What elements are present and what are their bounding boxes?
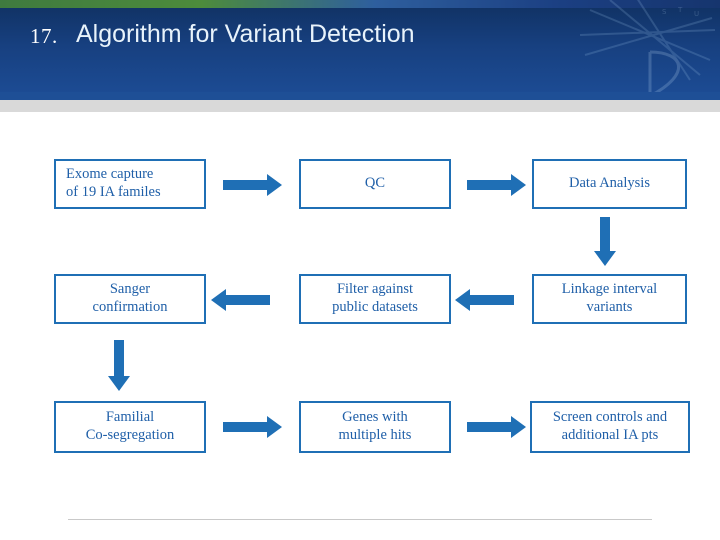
arrow-qc-to-data-analysis bbox=[467, 174, 526, 196]
node-sanger-confirmation[interactable]: Sanger confirmation bbox=[54, 274, 206, 324]
header-accent-bar bbox=[0, 0, 720, 8]
node-familial-co-segregation-label: Familial Co-segregation bbox=[85, 409, 175, 443]
node-genes-multiple-hits-label: Genes with multiple hits bbox=[338, 409, 412, 443]
node-linkage-interval-variants[interactable]: Linkage interval variants bbox=[532, 274, 687, 324]
footer-divider bbox=[68, 519, 652, 520]
node-genes-multiple-hits[interactable]: Genes with multiple hits bbox=[299, 401, 451, 453]
node-familial-co-segregation[interactable]: Familial Co-segregation bbox=[54, 401, 206, 453]
arrow-genes-to-screen bbox=[467, 416, 526, 438]
arrow-exome-to-qc bbox=[223, 174, 282, 196]
arrow-data-analysis-to-linkage bbox=[594, 217, 616, 266]
flowchart: Exome capture of 19 IA familes QC Data A… bbox=[0, 112, 720, 540]
node-filter-public-datasets[interactable]: Filter against public datasets bbox=[299, 274, 451, 324]
header-band bbox=[0, 8, 720, 92]
node-exome-capture[interactable]: Exome capture of 19 IA familes bbox=[54, 159, 206, 209]
arrow-sanger-to-familial bbox=[108, 340, 130, 391]
node-exome-capture-label: Exome capture of 19 IA familes bbox=[66, 166, 161, 200]
arrow-linkage-to-filter bbox=[455, 289, 514, 311]
node-filter-public-datasets-label: Filter against public datasets bbox=[332, 281, 418, 315]
header-underline bbox=[0, 92, 720, 100]
arrow-familial-to-genes bbox=[223, 416, 282, 438]
node-linkage-interval-variants-label: Linkage interval variants bbox=[561, 281, 658, 315]
node-sanger-confirmation-label: Sanger confirmation bbox=[92, 281, 168, 315]
node-screen-controls[interactable]: Screen controls and additional IA pts bbox=[530, 401, 690, 453]
node-data-analysis[interactable]: Data Analysis bbox=[532, 159, 687, 209]
node-qc-label: QC bbox=[364, 175, 386, 192]
page-title: Algorithm for Variant Detection bbox=[76, 20, 415, 48]
slide-header: S T U 17. Algorithm for Variant Detectio… bbox=[0, 0, 720, 100]
node-data-analysis-label: Data Analysis bbox=[569, 175, 650, 192]
slide-number: 17. bbox=[30, 24, 58, 48]
header-grey-strip bbox=[0, 100, 720, 112]
arrow-filter-to-sanger bbox=[211, 289, 270, 311]
node-qc[interactable]: QC bbox=[299, 159, 451, 209]
node-screen-controls-label: Screen controls and additional IA pts bbox=[552, 409, 668, 443]
